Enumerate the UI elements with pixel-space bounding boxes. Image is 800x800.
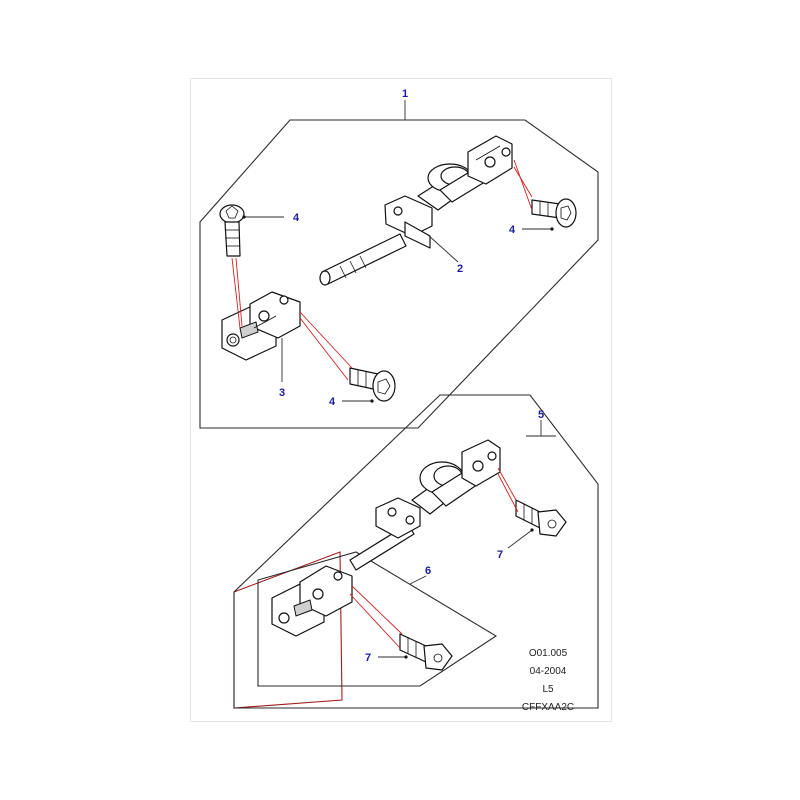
group-5-frame — [233, 394, 599, 709]
leader-6 — [409, 575, 427, 585]
callout-2: 2 — [457, 263, 463, 275]
callout-4-bottom: 4 — [329, 396, 336, 408]
ref-model: L5 — [542, 684, 554, 695]
universal-joint-6 — [271, 565, 353, 637]
ref-part-code: CFFXAA2C — [521, 702, 575, 713]
red-leader-7-lower — [351, 585, 403, 635]
universal-joint-3 — [221, 291, 301, 361]
red-leader-3a — [235, 257, 243, 327]
leader-2 — [427, 234, 459, 263]
bolt-upper-left — [219, 204, 245, 257]
callout-6: 6 — [425, 565, 431, 577]
ref-date: 04-2004 — [529, 666, 567, 677]
callout-4-top: 4 — [293, 212, 300, 224]
callout-4-right: 4 — [509, 224, 516, 236]
lower-steering-shaft — [349, 439, 501, 571]
upper-steering-shaft — [319, 135, 513, 286]
bolt-upper-right — [531, 198, 577, 228]
diagram-sheet — [190, 78, 612, 722]
red-leader-upper-right — [513, 166, 533, 198]
ref-code: O01.005 — [528, 648, 568, 659]
callout-5: 5 — [538, 409, 544, 421]
callout-7-right: 7 — [497, 549, 503, 561]
callout-3: 3 — [279, 387, 285, 399]
callout-1: 1 — [402, 88, 408, 100]
callout-7-lower: 7 — [365, 652, 371, 664]
red-leader-lower — [299, 311, 353, 369]
group-1-frame — [199, 119, 599, 429]
bolt-7-lower — [399, 633, 453, 671]
group-6-frame — [257, 551, 498, 687]
red-leader-7-right — [497, 467, 517, 501]
bolt-7-right — [515, 499, 567, 537]
leader-7-right — [507, 529, 533, 549]
bolt-lower — [349, 367, 396, 402]
